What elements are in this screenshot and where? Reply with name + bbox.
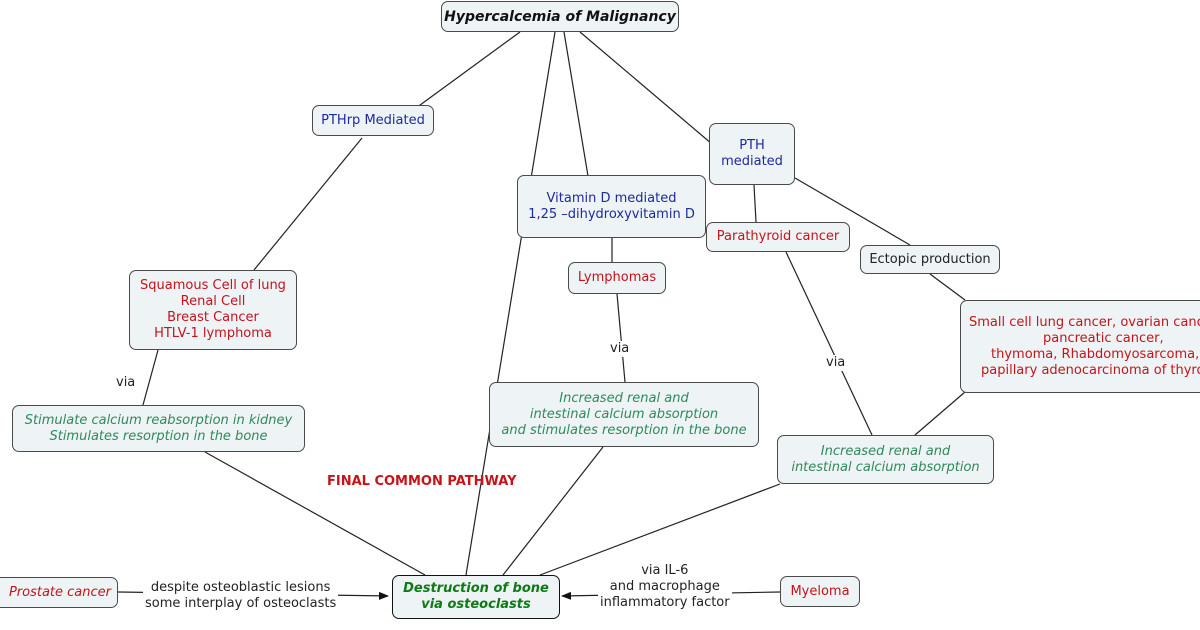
node-destruction[interactable]: Destruction of bone via osteoclasts bbox=[392, 575, 560, 619]
node-smallcell-line2: pancreatic cancer, bbox=[1043, 330, 1164, 346]
node-increased-vitd-line2: intestinal calcium absorption bbox=[529, 406, 719, 422]
edge-title-pth bbox=[579, 31, 713, 145]
label-via-squamous: via bbox=[114, 375, 138, 391]
label-via-parathyroid: via bbox=[824, 355, 848, 371]
node-increased-pth-line1: Increased renal and bbox=[820, 443, 951, 459]
label-myeloma-link-line1: via IL-6 bbox=[641, 563, 689, 578]
node-destruction-line2: via osteoclasts bbox=[421, 597, 531, 612]
node-squamous-line3: Breast Cancer bbox=[167, 310, 259, 325]
node-smallcell-line4: papillary adenocarcinoma of thyroid bbox=[981, 362, 1200, 378]
edge-pthrp-squamous bbox=[253, 137, 363, 271]
node-stimulate-line2: Stimulates resorption in the bone bbox=[49, 428, 268, 444]
node-title[interactable]: Hypercalcemia of Malignancy bbox=[441, 1, 679, 32]
node-myeloma-text: Myeloma bbox=[790, 583, 850, 599]
node-title-text: Hypercalcemia of Malignancy bbox=[444, 8, 676, 25]
node-squamous[interactable]: Squamous Cell of lung Renal Cell Breast … bbox=[129, 270, 297, 350]
node-ectopic[interactable]: Ectopic production bbox=[860, 245, 1000, 274]
node-prostate-text: Prostate cancer bbox=[8, 584, 111, 600]
node-prostate[interactable]: Prostate cancer bbox=[0, 577, 118, 608]
edge-title-pthrp bbox=[415, 31, 521, 109]
node-increased-vitd-line3: and stimulates resorption in the bone bbox=[501, 422, 747, 438]
node-squamous-line4: HTLV-1 lymphoma bbox=[154, 326, 272, 341]
edge-squamous-stimulate bbox=[142, 349, 159, 406]
node-ectopic-text: Ectopic production bbox=[869, 251, 991, 267]
edge-smallcell-increased bbox=[914, 391, 966, 436]
edge-pth-ectopic bbox=[794, 177, 911, 246]
node-parathyroid[interactable]: Parathyroid cancer bbox=[706, 222, 850, 252]
label-prostate-link: despite osteoblastic lesions some interp… bbox=[143, 580, 339, 612]
node-myeloma[interactable]: Myeloma bbox=[780, 576, 860, 607]
node-pth[interactable]: PTH mediated bbox=[709, 123, 795, 185]
node-stimulate-line1: Stimulate calcium reabsorption in kidney bbox=[24, 412, 293, 428]
label-prostate-link-line2: some interplay of osteoclasts bbox=[145, 596, 337, 611]
node-destruction-line1: Destruction of bone bbox=[403, 581, 549, 596]
node-pth-line1: PTH bbox=[739, 138, 765, 153]
node-squamous-line1: Squamous Cell of lung bbox=[140, 278, 286, 293]
node-lymphomas-text: Lymphomas bbox=[577, 270, 657, 285]
label-myeloma-link: via IL-6 and macrophage inflammatory fac… bbox=[598, 563, 732, 611]
node-increased-pth[interactable]: Increased renal and intestinal calcium a… bbox=[777, 435, 994, 484]
edge-lymphomas-increased bbox=[616, 293, 626, 383]
node-parathyroid-text: Parathyroid cancer bbox=[716, 229, 840, 244]
label-via-lymphomas: via bbox=[608, 341, 632, 357]
node-smallcell-line1: Small cell lung cancer, ovarian cancer, bbox=[969, 314, 1200, 330]
node-pthrp[interactable]: PTHrp Mediated bbox=[312, 105, 434, 136]
node-increased-vitd-line1: Increased renal and bbox=[559, 390, 689, 406]
label-myeloma-link-line3: inflammatory factor bbox=[600, 595, 730, 610]
edge-stimulate-destruction bbox=[204, 451, 426, 576]
label-prostate-link-line1: despite osteoblastic lesions bbox=[150, 580, 331, 595]
edge-pth-parathyroid bbox=[753, 184, 757, 223]
node-smallcell[interactable]: Small cell lung cancer, ovarian cancer, … bbox=[960, 300, 1200, 393]
node-increased-vitd[interactable]: Increased renal and intestinal calcium a… bbox=[489, 382, 759, 447]
final-common-pathway-label: FINAL COMMON PATHWAY bbox=[327, 474, 517, 489]
node-vitd[interactable]: Vitamin D mediated 1,25 –dihydroxyvitami… bbox=[517, 175, 706, 238]
edge-increased-destruction bbox=[502, 446, 604, 576]
node-smallcell-line3: thymoma, Rhabdomyosarcoma, bbox=[991, 346, 1200, 362]
node-vitd-line2: 1,25 –dihydroxyvitamin D bbox=[528, 206, 695, 222]
label-myeloma-link-line2: and macrophage bbox=[609, 579, 720, 594]
node-increased-pth-line2: intestinal calcium absorption bbox=[791, 459, 980, 475]
edge-ectopic-smallcell bbox=[929, 273, 966, 301]
edge-title-vitd bbox=[563, 31, 589, 177]
node-lymphomas[interactable]: Lymphomas bbox=[568, 262, 666, 294]
node-pthrp-text: PTHrp Mediated bbox=[321, 112, 425, 128]
node-squamous-line2: Renal Cell bbox=[180, 294, 246, 309]
node-pth-line2: mediated bbox=[721, 154, 783, 169]
edge-parathyroid-increased bbox=[785, 251, 873, 436]
node-stimulate[interactable]: Stimulate calcium reabsorption in kidney… bbox=[12, 405, 305, 452]
edge-title-destruction bbox=[465, 31, 556, 576]
edge-increased-pth-destruction bbox=[539, 483, 781, 576]
node-vitd-line1: Vitamin D mediated bbox=[546, 190, 677, 206]
